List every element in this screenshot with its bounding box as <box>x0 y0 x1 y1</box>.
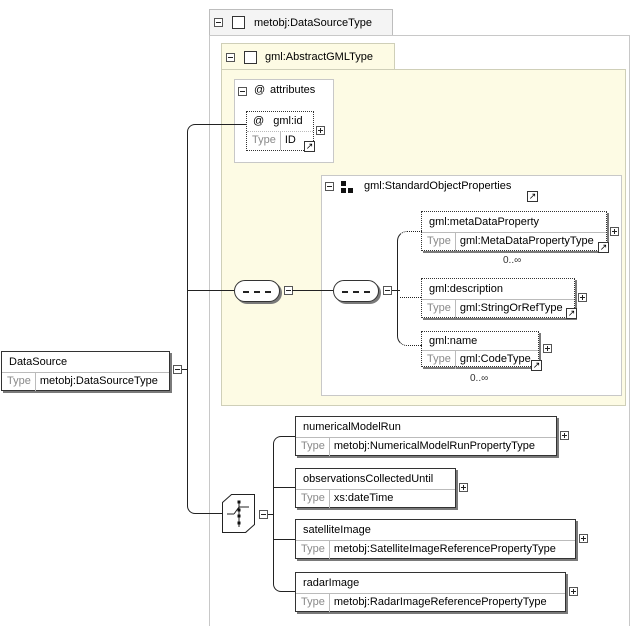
element-name: gml:description <box>429 283 503 295</box>
collapse-toggle[interactable] <box>383 286 392 295</box>
type-value: metobj:RadarImageReferencePropertyType <box>333 596 547 608</box>
cardinality: 0..∞ <box>503 255 522 266</box>
complex-type-icon <box>244 51 257 64</box>
abstract-type-tab: gml:AbstractGMLType <box>221 43 395 70</box>
element-name: observationsCollectedUntil <box>303 473 434 485</box>
connector-line <box>397 231 422 291</box>
connector-line <box>400 297 421 298</box>
type-label: Type <box>2 373 36 391</box>
expand-toggle[interactable] <box>578 293 587 302</box>
connector-line <box>187 290 234 291</box>
collapse-toggle[interactable] <box>214 18 223 27</box>
type-link-icon[interactable]: ↗ <box>566 308 577 319</box>
connector-line <box>397 290 422 346</box>
collapse-toggle[interactable] <box>173 365 182 374</box>
type-label: Type <box>296 541 330 559</box>
connector-line <box>273 436 296 515</box>
connector-line <box>268 514 274 515</box>
std-props-title: gml:StandardObjectProperties <box>364 180 512 192</box>
connector-line <box>274 539 295 540</box>
type-label: Type <box>422 351 456 369</box>
type-label: Type <box>296 438 330 456</box>
type-label: Type <box>296 594 330 612</box>
collapse-toggle[interactable] <box>259 510 268 519</box>
sequence-compositor[interactable] <box>333 280 379 302</box>
collapse-toggle[interactable] <box>325 182 334 191</box>
complex-type-icon <box>232 16 245 29</box>
choice-compositor[interactable] <box>222 494 256 534</box>
element-name: satelliteImage <box>303 524 371 536</box>
abstract-type-title: gml:AbstractGMLType <box>265 51 373 63</box>
gml-id-attribute[interactable]: @ gml:id Type ID <box>246 111 314 151</box>
type-value: gml:StringOrRefType <box>459 302 563 314</box>
attribute-name: gml:id <box>273 115 303 127</box>
expand-toggle[interactable] <box>543 344 552 353</box>
type-value: ID <box>284 134 296 146</box>
type-link-icon[interactable]: ↗ <box>304 141 315 152</box>
type-label: Type <box>247 132 281 150</box>
type-value: metobj:NumericalModelRunPropertyType <box>333 440 536 452</box>
connector-line <box>273 514 296 592</box>
type-label: Type <box>422 300 456 318</box>
element-name: radarImage <box>303 577 360 589</box>
outer-type-tab: metobj:DataSourceType <box>209 9 393 36</box>
expand-toggle[interactable] <box>316 126 325 135</box>
type-link-icon[interactable]: ↗ <box>527 191 538 202</box>
expand-toggle[interactable] <box>560 431 569 440</box>
type-value: xs:dateTime <box>333 492 394 504</box>
element-name: DataSource <box>9 356 68 368</box>
sequence-compositor[interactable] <box>234 280 280 302</box>
connector-line <box>392 290 400 291</box>
type-value: metobj:SatelliteImageReferencePropertyTy… <box>333 543 556 555</box>
element-name: numericalModelRun <box>303 421 401 433</box>
collapse-toggle[interactable] <box>226 53 235 62</box>
connector-line <box>274 487 295 488</box>
attribute-icon: @ <box>253 115 265 127</box>
outer-type-title: metobj:DataSourceType <box>254 17 373 29</box>
type-value: gml:CodeType <box>459 353 531 365</box>
connector-line <box>292 290 333 291</box>
cardinality: 0..∞ <box>470 373 489 384</box>
type-value: gml:MetaDataPropertyType <box>459 235 594 247</box>
attributes-header: attributes <box>270 84 316 96</box>
connector-line <box>182 369 188 370</box>
type-value: metobj:DataSourceType <box>39 375 158 387</box>
element-name: gml:metaDataProperty <box>429 216 540 228</box>
element-name: gml:name <box>429 335 478 347</box>
expand-toggle[interactable] <box>579 534 588 543</box>
attribute-icon: @ <box>254 84 266 96</box>
connector-line <box>187 369 222 514</box>
connector-line <box>187 124 246 370</box>
type-link-icon[interactable]: ↗ <box>598 242 609 253</box>
group-icon <box>341 181 355 195</box>
collapse-toggle[interactable] <box>238 87 247 96</box>
type-link-icon[interactable]: ↗ <box>531 360 542 371</box>
expand-toggle[interactable] <box>459 483 468 492</box>
type-label: Type <box>422 233 456 251</box>
expand-toggle[interactable] <box>610 227 619 236</box>
expand-toggle[interactable] <box>569 587 578 596</box>
type-label: Type <box>296 490 330 508</box>
